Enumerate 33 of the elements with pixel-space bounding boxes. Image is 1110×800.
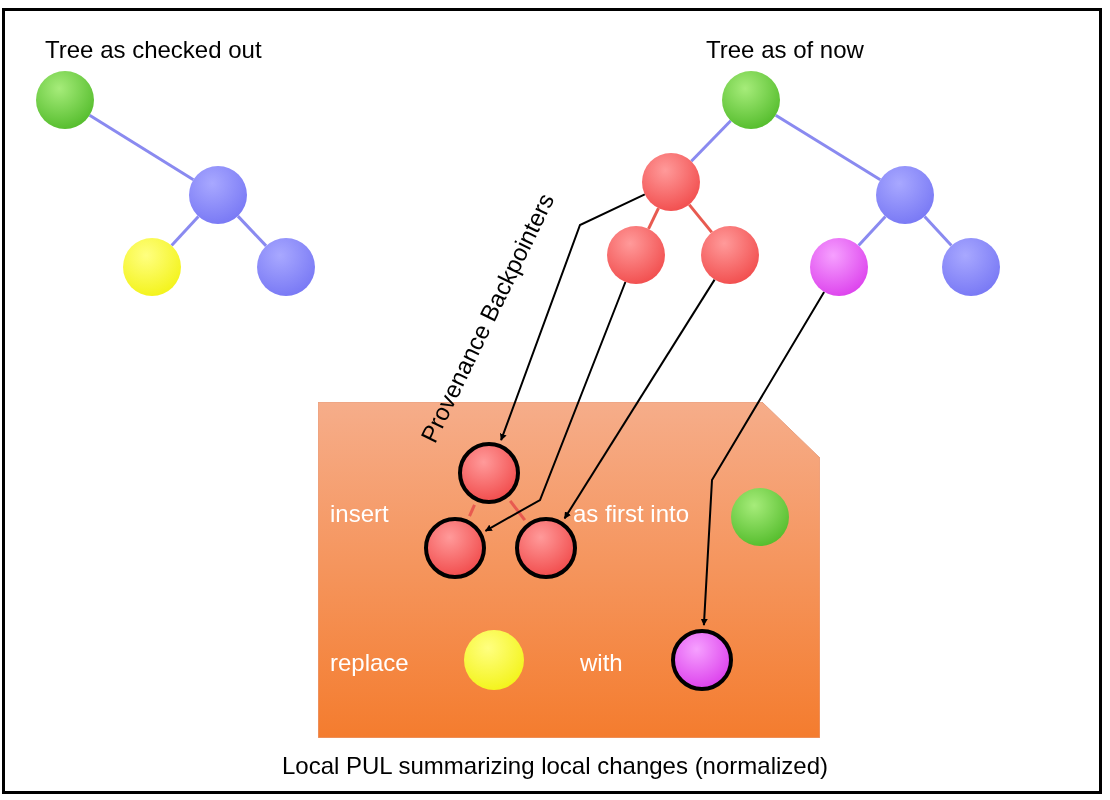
arrow [563,278,716,520]
arrow [700,290,826,627]
connector-line [170,215,200,247]
tree-node-circle [701,226,759,284]
connector-line [647,207,660,230]
connector-line [857,215,887,247]
connector-line [236,215,268,247]
connector-line [923,215,953,247]
arrow [484,281,627,532]
tree-node-circle [189,166,247,224]
tree-node-circle [257,238,315,296]
op-text: as first into [573,500,690,528]
connector-line [468,504,476,517]
tree-title: Tree as checked out [45,36,262,64]
op-text: insert [330,500,389,528]
caption-text: Local PUL summarizing local changes (normalized) [281,752,829,780]
tree-node-circle [810,238,868,296]
tree-node-circle [36,71,94,129]
tree-node-circle [607,226,665,284]
tree-node-circle [123,238,181,296]
arrow [500,193,646,442]
tree-node-circle [722,71,780,129]
connector-line [509,500,526,521]
connector-line [774,113,882,182]
tree-node-circle [876,166,934,224]
op-text: replace [330,649,409,677]
tree-title: Tree as of now [706,36,864,64]
op-text: with [580,649,623,677]
tree-node-circle [642,153,700,211]
connector-line [688,203,713,234]
connector-line [690,119,732,163]
tree-node-circle [942,238,1000,296]
connector-line [88,114,195,181]
